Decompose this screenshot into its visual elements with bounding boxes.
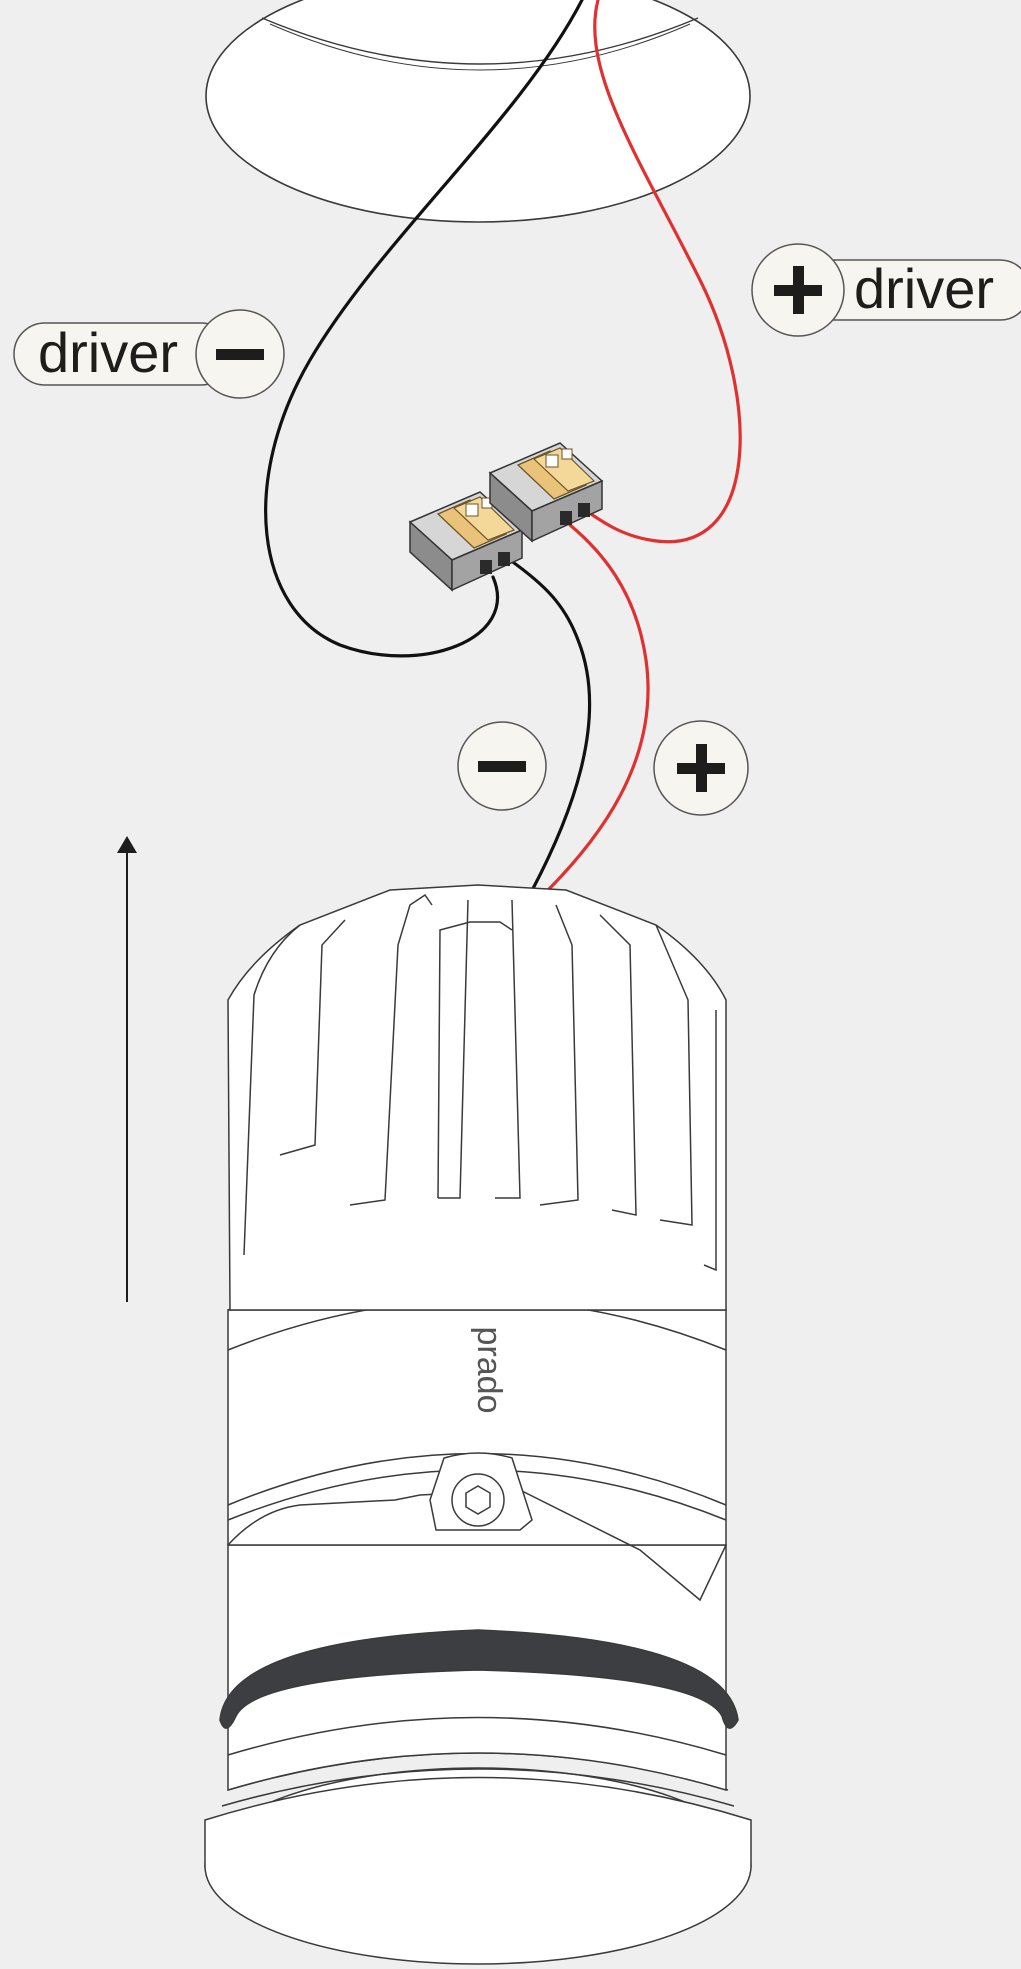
lamp-plus-badge: [653, 720, 749, 816]
wire-connector-positive: [488, 442, 604, 543]
driver-negative-text: driver: [38, 321, 178, 384]
plus-icon: [774, 266, 822, 314]
minus-icon: [478, 761, 526, 772]
driver-positive-text: driver: [854, 257, 994, 320]
ceiling-recess: [205, 0, 751, 223]
driver-wires: [264, 0, 742, 658]
driver-positive-label: driver: [751, 243, 1021, 337]
lamp-minus-badge: [457, 721, 547, 811]
lamp-wires: [508, 523, 650, 902]
arrow-up-icon: [117, 836, 137, 1302]
lamp-negative-wire: [508, 558, 592, 900]
driver-negative-wire: [264, 0, 584, 658]
gasket-ring: [219, 1629, 739, 1729]
brand-name: prado: [470, 1327, 508, 1414]
driver-positive-wire: [586, 0, 742, 544]
wire-connector-negative: [408, 491, 524, 592]
lamp-positive-wire: [536, 523, 650, 902]
led-lamp-module: [204, 884, 752, 1965]
driver-negative-label: driver: [13, 309, 285, 399]
plus-icon: [677, 744, 725, 792]
minus-icon: [216, 349, 264, 360]
